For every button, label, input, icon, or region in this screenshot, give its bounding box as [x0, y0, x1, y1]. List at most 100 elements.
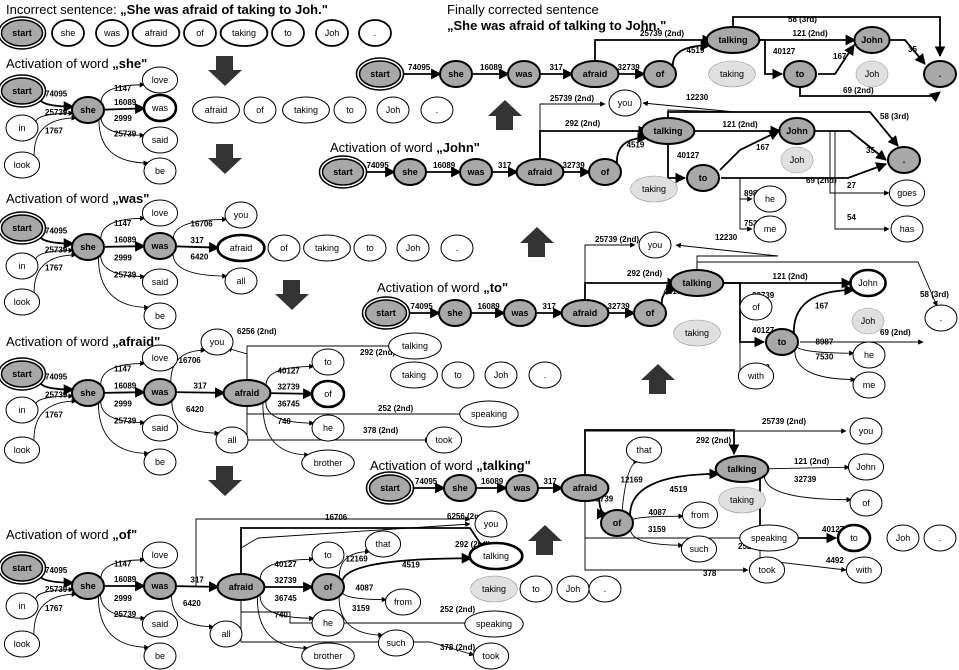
edge-label: 292 (2nd) — [360, 348, 395, 357]
edge-label: 25739 — [114, 610, 137, 619]
edge-label: 2999 — [114, 400, 132, 409]
node-talking: talking — [640, 117, 696, 145]
node-label: look — [14, 160, 31, 170]
panel-title-to: Activation of word „to" — [377, 280, 508, 295]
edge-talking-talking-with — [759, 469, 847, 573]
node-start: start — [0, 551, 47, 585]
node-label: me — [863, 380, 876, 390]
edge-of-she-be — [97, 594, 150, 651]
node-label: afraid — [528, 167, 553, 177]
node-label: in — [18, 405, 25, 415]
node-taking: taking — [630, 175, 678, 203]
node-label: to — [324, 357, 332, 367]
node-label: you — [618, 98, 633, 108]
edge-talking-of-that — [621, 458, 639, 513]
node-joh: Joh — [855, 60, 889, 88]
edge-label: 25739 — [114, 271, 137, 280]
node-label: she — [447, 308, 463, 318]
node-of: of — [588, 158, 622, 186]
edge-to-talking-you — [675, 242, 779, 271]
edge-label: 40127 — [773, 47, 796, 56]
edge-label: 74095 — [415, 477, 438, 486]
edge-label: 25739 — [114, 417, 137, 426]
node-label: she — [448, 69, 464, 79]
node-label: he — [864, 350, 874, 360]
node-afraid: afraid — [515, 158, 565, 186]
edge-talking-talking-of2 — [763, 471, 852, 503]
edge-label: 378 — [703, 569, 717, 578]
node-to: to — [333, 96, 367, 124]
edge-label: 6256 (2nd) — [237, 327, 277, 336]
edge-label: 32739 — [563, 161, 586, 170]
node-dot: . — [924, 304, 958, 332]
node-label: to — [532, 584, 540, 594]
node-label: of — [601, 167, 610, 177]
node-love: love — [141, 66, 179, 94]
edge-john-to-john — [719, 130, 780, 171]
node-label: taking — [402, 370, 426, 380]
node-label: you — [648, 240, 663, 250]
edge-label: 58 (3rd) — [920, 290, 949, 299]
node-label: said — [152, 135, 169, 145]
node-me: me — [852, 371, 886, 399]
node-label: she — [80, 388, 96, 398]
edge-label: 167 — [815, 302, 829, 311]
node-label: be — [155, 166, 165, 176]
node-you: you — [608, 89, 642, 117]
edge-was-look-she — [33, 252, 77, 295]
node-label: of — [196, 28, 204, 38]
edge-to-to-me — [794, 347, 856, 383]
edge-label: 74095 — [45, 373, 68, 382]
node-of: of — [643, 60, 677, 88]
edge-label: 8987 — [816, 338, 834, 347]
node-label: start — [12, 28, 32, 38]
node-label: Joh — [566, 584, 581, 594]
edge-label: 317 — [543, 302, 557, 311]
node-label: afraid — [145, 28, 168, 38]
node-label: Joh — [861, 316, 876, 326]
edge-talking-talking-john — [765, 464, 850, 470]
edge-label: 7530 — [816, 353, 834, 362]
node-label: was — [466, 167, 484, 177]
node-label: taking — [315, 243, 339, 253]
edge-label: 1767 — [45, 127, 63, 136]
edge-label: 16089 — [480, 63, 503, 72]
node-love: love — [141, 199, 179, 227]
edge-label: 40127 — [822, 525, 845, 534]
node-label: . — [903, 155, 906, 165]
node-john: John — [847, 453, 885, 481]
node-label: in — [18, 601, 25, 611]
edge-label: 16089 — [433, 161, 456, 170]
edge-label: 252 (2nd) — [378, 404, 413, 413]
node-to: to — [311, 348, 345, 376]
edge-label: 35 — [866, 146, 875, 155]
node-dot: . — [420, 96, 454, 124]
edge-label: 16706 — [179, 356, 202, 365]
node-label: she — [80, 242, 96, 252]
edge-label: 40127 — [278, 367, 301, 376]
node-label: he — [323, 423, 333, 433]
edge-label: 121 (2nd) — [773, 272, 808, 281]
node-of2: of — [849, 489, 883, 517]
node-said: said — [141, 610, 179, 638]
edge-of-afraid-took — [240, 599, 475, 657]
node-label: afraid — [573, 308, 598, 318]
edge-label: 1147 — [114, 219, 132, 228]
node-was: was — [143, 572, 177, 600]
edge-label: 252 (2nd) — [440, 605, 475, 614]
node-label: took — [758, 565, 776, 575]
edge-label: 1147 — [114, 365, 132, 374]
node-label: . — [436, 105, 439, 115]
node-label: to — [796, 69, 805, 79]
edge-label: 2999 — [114, 254, 132, 263]
node-she: she — [71, 233, 105, 261]
panel-title-of: Activation of word „of" — [6, 527, 137, 542]
edge-label: 4519 — [664, 287, 682, 296]
node-label: brother — [314, 651, 343, 661]
edge-john-talking-you — [642, 100, 736, 119]
flow-arrow-down-1 — [208, 56, 242, 86]
node-talking: talking — [388, 332, 442, 360]
node-of: of — [183, 19, 217, 47]
node-label: taking — [232, 28, 256, 38]
